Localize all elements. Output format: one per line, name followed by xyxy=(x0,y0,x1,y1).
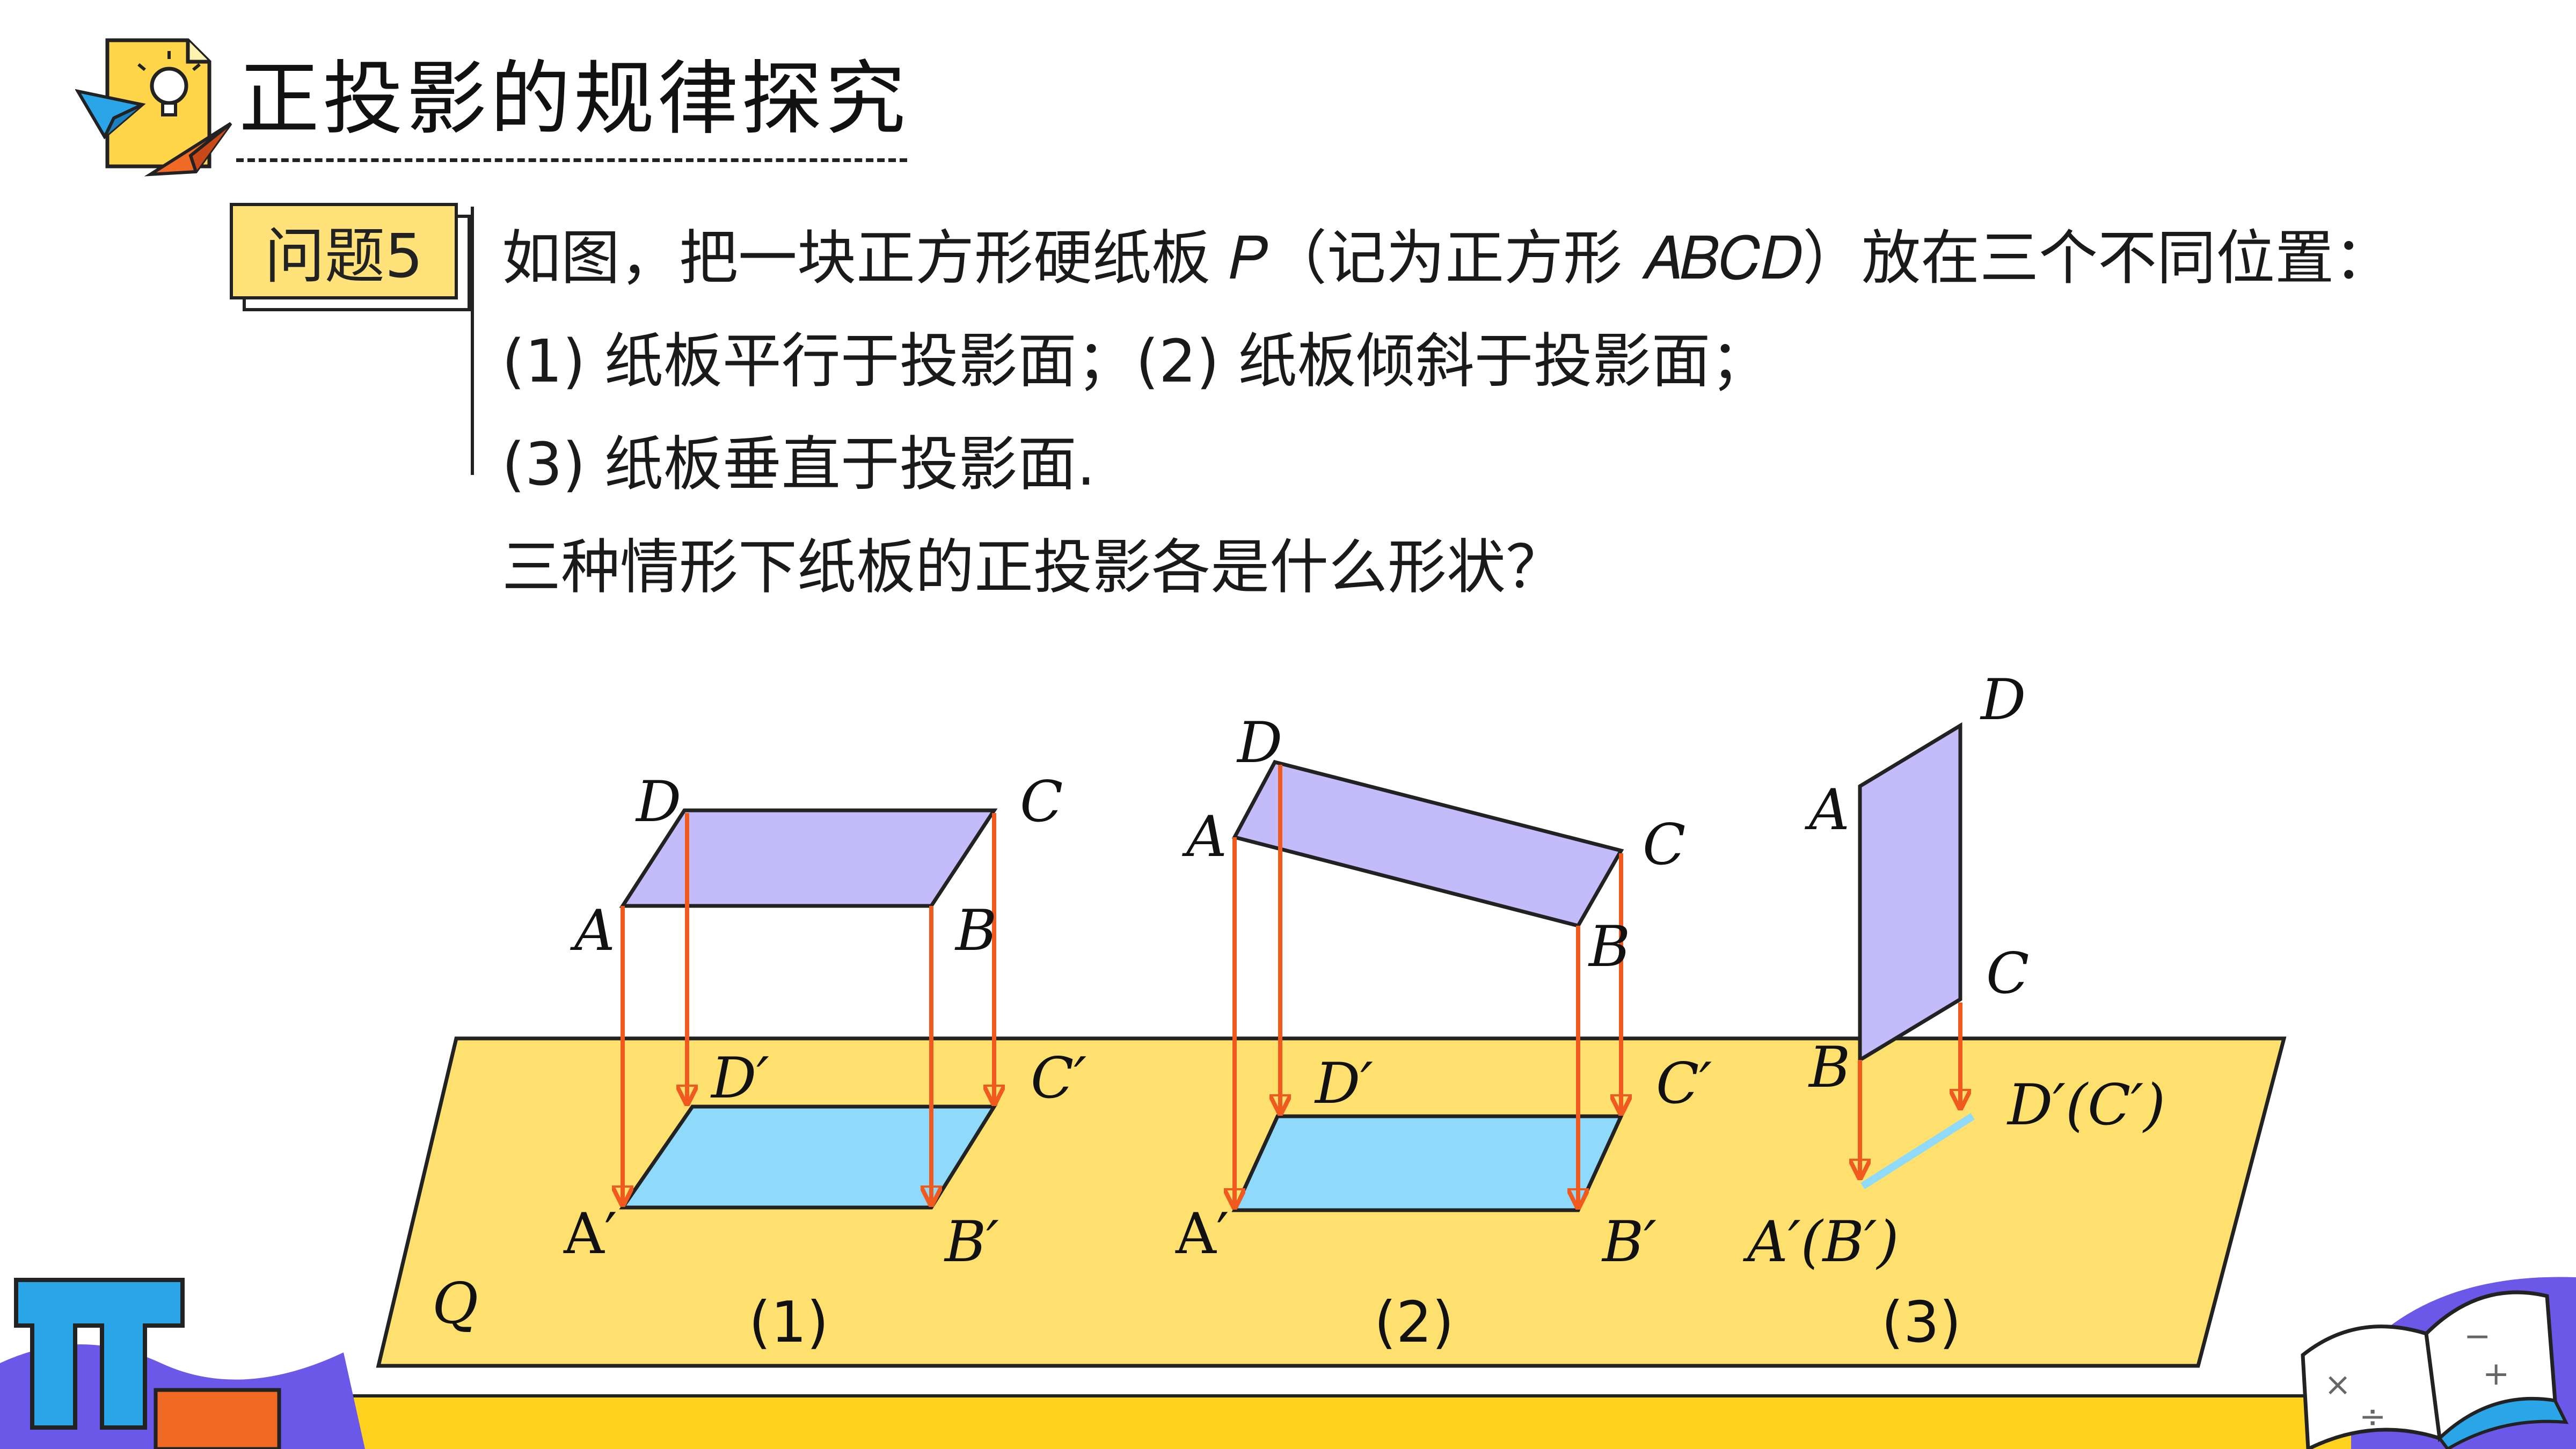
fig3-label-b: B xyxy=(1808,1035,1850,1100)
svg-text:−: − xyxy=(2464,1318,2491,1355)
svg-text:×: × xyxy=(2324,1366,2351,1403)
fig2-label-a: A xyxy=(1182,804,1227,869)
page-title: 正投影的规律探究 xyxy=(239,53,909,146)
problem-text: 如图，把一块正方形硬纸板 𝑃（记为正方形 𝐴𝐵𝐶𝐷）放在三个不同位置： (1) … xyxy=(502,207,2413,619)
fig1-caption: (1) xyxy=(749,1290,829,1355)
plane-label-q: Q xyxy=(432,1271,478,1336)
problem-line-1: 如图，把一块正方形硬纸板 𝑃（记为正方形 𝐴𝐵𝐶𝐷）放在三个不同位置： xyxy=(502,224,2393,292)
bottom-bar xyxy=(333,1395,2576,1449)
fig1-label-d: D xyxy=(635,769,681,835)
fig1-projection xyxy=(619,1104,998,1210)
fig2-label-cp: C′ xyxy=(1656,1051,1712,1116)
fig3-label-dpcp: D′(C′) xyxy=(2006,1072,2165,1138)
fig1-label-b: B xyxy=(954,898,997,963)
fig2-label-c: C xyxy=(1643,812,1685,877)
svg-text:+: + xyxy=(2483,1355,2509,1393)
fig3-caption: (3) xyxy=(1881,1290,1961,1355)
problem-tag: 问题5 xyxy=(230,203,458,299)
fig1-label-bp: B′ xyxy=(944,1209,999,1275)
pi-icon xyxy=(14,1278,281,1449)
fig2-caption: (2) xyxy=(1374,1290,1454,1355)
fig1-label-c: C xyxy=(1020,769,1063,835)
lightbulb-paper-plane-icon xyxy=(75,38,232,177)
fig2-board xyxy=(1231,759,1624,928)
fig3-label-c: C xyxy=(1986,941,2029,1006)
svg-text:÷: ÷ xyxy=(2359,1398,2386,1436)
fig3-label-a: A xyxy=(1805,777,1850,843)
fig1-label-ap: A′ xyxy=(563,1201,617,1267)
fig1-label-cp: C′ xyxy=(1031,1045,1086,1111)
title-underline xyxy=(236,158,907,162)
fig3-projection-segment xyxy=(1860,1113,1975,1189)
fig2-label-d: D xyxy=(1236,710,1282,775)
fig3-board xyxy=(1858,722,1962,1064)
fig2-label-ap: A′ xyxy=(1175,1201,1229,1267)
problem-line-4: 三种情形下纸板的正投影各是什么形状？ xyxy=(502,533,1565,602)
fig3-label-apbp: A′(B′) xyxy=(1743,1209,1899,1275)
fig1-label-a: A xyxy=(570,898,615,963)
problem-line-3: (3) 纸板垂直于投影面. xyxy=(502,430,1096,499)
fig2-label-dp: D′ xyxy=(1314,1051,1373,1116)
fig2-label-b: B xyxy=(1588,914,1630,979)
fig3-label-d: D xyxy=(1980,667,2026,733)
fig1-label-dp: D′ xyxy=(710,1045,769,1111)
problem-line-2: (1) 纸板平行于投影面；(2) 纸板倾斜于投影面； xyxy=(502,327,1770,396)
tag-divider xyxy=(471,207,474,475)
fig2-label-bp: B′ xyxy=(1601,1209,1656,1275)
fig2-projection xyxy=(1231,1114,1624,1212)
bottom-bar-line xyxy=(333,1394,2576,1397)
open-book-icon: × ÷ − + xyxy=(2301,1290,2569,1449)
